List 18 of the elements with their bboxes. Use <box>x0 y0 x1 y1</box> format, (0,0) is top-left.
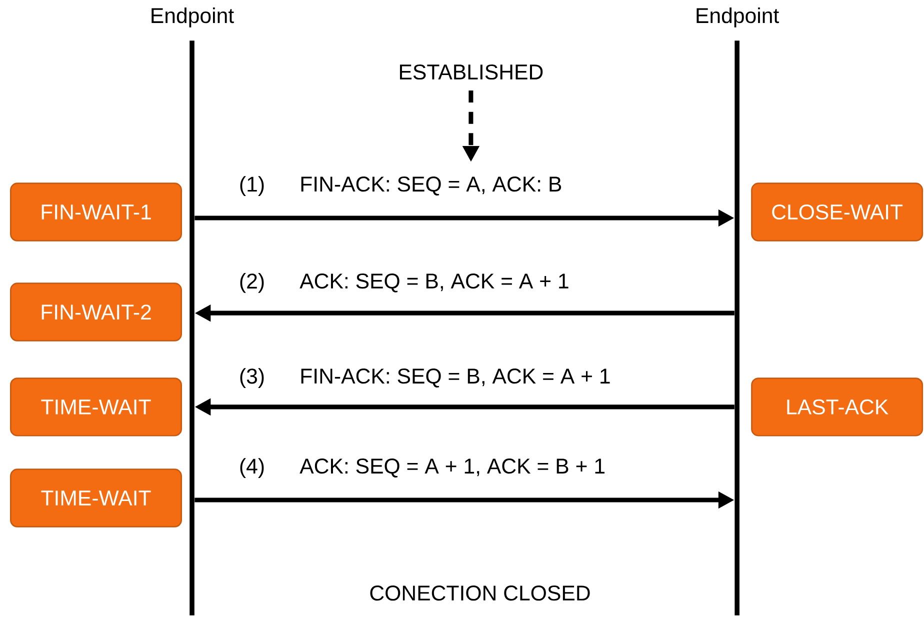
node-label: Endpoint <box>152 7 234 28</box>
step-number: (1) <box>240 176 264 196</box>
state-box: TIME-WAIT <box>10 468 182 528</box>
edge-label: ACK: SEQ = A + 1, ACK = B + 1 <box>300 458 604 478</box>
state-box: FIN-WAIT-1 <box>10 182 182 242</box>
state-box: CLOSE-WAIT <box>751 182 924 242</box>
edge-label: FIN-ACK: SEQ = B, ACK = A + 1 <box>301 368 610 388</box>
edge-label: FIN-ACK: SEQ = A, ACK: B <box>301 176 562 196</box>
step-number: (3) <box>240 368 264 388</box>
state-box: TIME-WAIT <box>10 378 182 436</box>
step-number: (2) <box>240 273 264 293</box>
state-label: ESTABLISHED <box>400 64 543 80</box>
edge-label: ACK: SEQ = B, ACK = A + 1 <box>300 273 568 292</box>
state-box: FIN-WAIT-2 <box>10 282 182 342</box>
node-label: Endpoint <box>696 7 780 28</box>
state-box: LAST-ACK <box>751 378 924 436</box>
step-number: (4) <box>240 458 264 478</box>
note: CONECTION CLOSED <box>370 586 590 601</box>
